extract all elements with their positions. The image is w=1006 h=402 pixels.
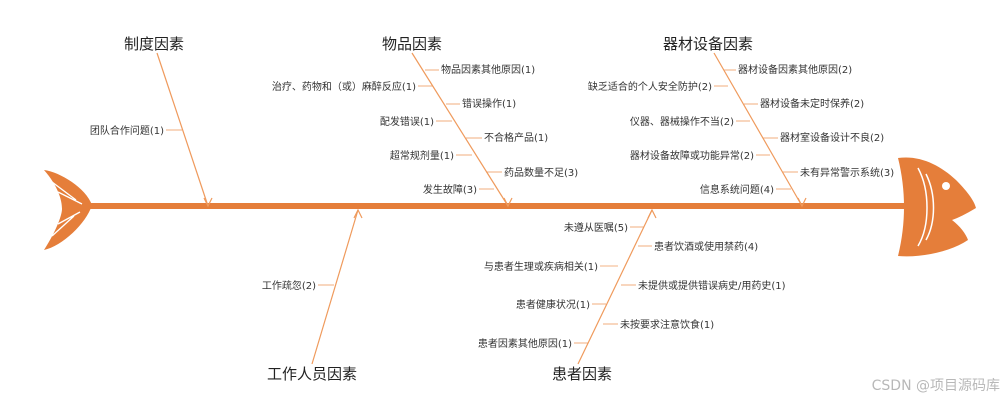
category-label-c4: 工作人员因素 bbox=[267, 365, 357, 383]
cause-label: 不合格产品(1) bbox=[484, 131, 548, 144]
cause-label: 缺乏适合的个人安全防护(2) bbox=[588, 80, 712, 93]
cause-label: 发生故障(3) bbox=[423, 183, 477, 196]
cause-label: 信息系统问题(4) bbox=[700, 183, 774, 196]
category-label-c1: 制度因素 bbox=[124, 35, 184, 53]
fish-tail bbox=[44, 170, 92, 250]
cause-label: 治疗、药物和（或）麻醉反应(1) bbox=[272, 80, 416, 93]
cause-label: 未按要求注意饮食(1) bbox=[620, 318, 714, 331]
cause-label: 器材设备故障或功能异常(2) bbox=[630, 149, 754, 162]
bone-c1 bbox=[156, 52, 209, 207]
cause-label: 物品因素其他原因(1) bbox=[441, 63, 535, 76]
bone-c5 bbox=[577, 209, 653, 365]
fish-eye bbox=[942, 182, 950, 190]
category-label-c3: 器材设备因素 bbox=[663, 35, 753, 53]
cause-label: 器材室设备设计不良(2) bbox=[780, 131, 884, 144]
cause-label: 药品数量不足(3) bbox=[504, 166, 578, 179]
cause-label: 患者因素其他原因(1) bbox=[478, 337, 572, 350]
cause-label: 工作疏忽(2) bbox=[262, 279, 316, 292]
cause-label: 未有异常警示系统(3) bbox=[800, 166, 894, 179]
cause-label: 配发错误(1) bbox=[380, 115, 434, 128]
category-label-c2: 物品因素 bbox=[382, 35, 442, 53]
cause-label: 患者饮酒或使用禁药(4) bbox=[654, 240, 758, 253]
cause-label: 未提供或提供错误病史/用药史(1) bbox=[638, 279, 786, 292]
fish-tail-fins bbox=[51, 181, 83, 237]
cause-label: 超常规剂量(1) bbox=[390, 149, 454, 162]
fish-spine bbox=[86, 203, 912, 209]
cause-label: 器材设备因素其他原因(2) bbox=[738, 63, 852, 76]
category-label-c5: 患者因素 bbox=[552, 365, 612, 383]
cause-label: 器材设备未定时保养(2) bbox=[760, 97, 864, 110]
bone-c2 bbox=[411, 52, 509, 207]
cause-label: 仪器、器械操作不当(2) bbox=[630, 115, 734, 128]
cause-label: 团队合作问题(1) bbox=[90, 124, 164, 137]
cause-label: 未遵从医嘱(5) bbox=[564, 221, 628, 234]
fish-gill bbox=[917, 167, 935, 247]
cause-label: 患者健康状况(1) bbox=[516, 298, 590, 311]
cause-label: 与患者生理或疾病相关(1) bbox=[484, 260, 598, 273]
bone-c3 bbox=[713, 52, 803, 207]
cause-label: 错误操作(1) bbox=[462, 97, 516, 110]
watermark: CSDN @项目源码库 bbox=[872, 378, 1000, 394]
fish-head bbox=[898, 157, 976, 257]
bone-c4 bbox=[311, 209, 359, 365]
